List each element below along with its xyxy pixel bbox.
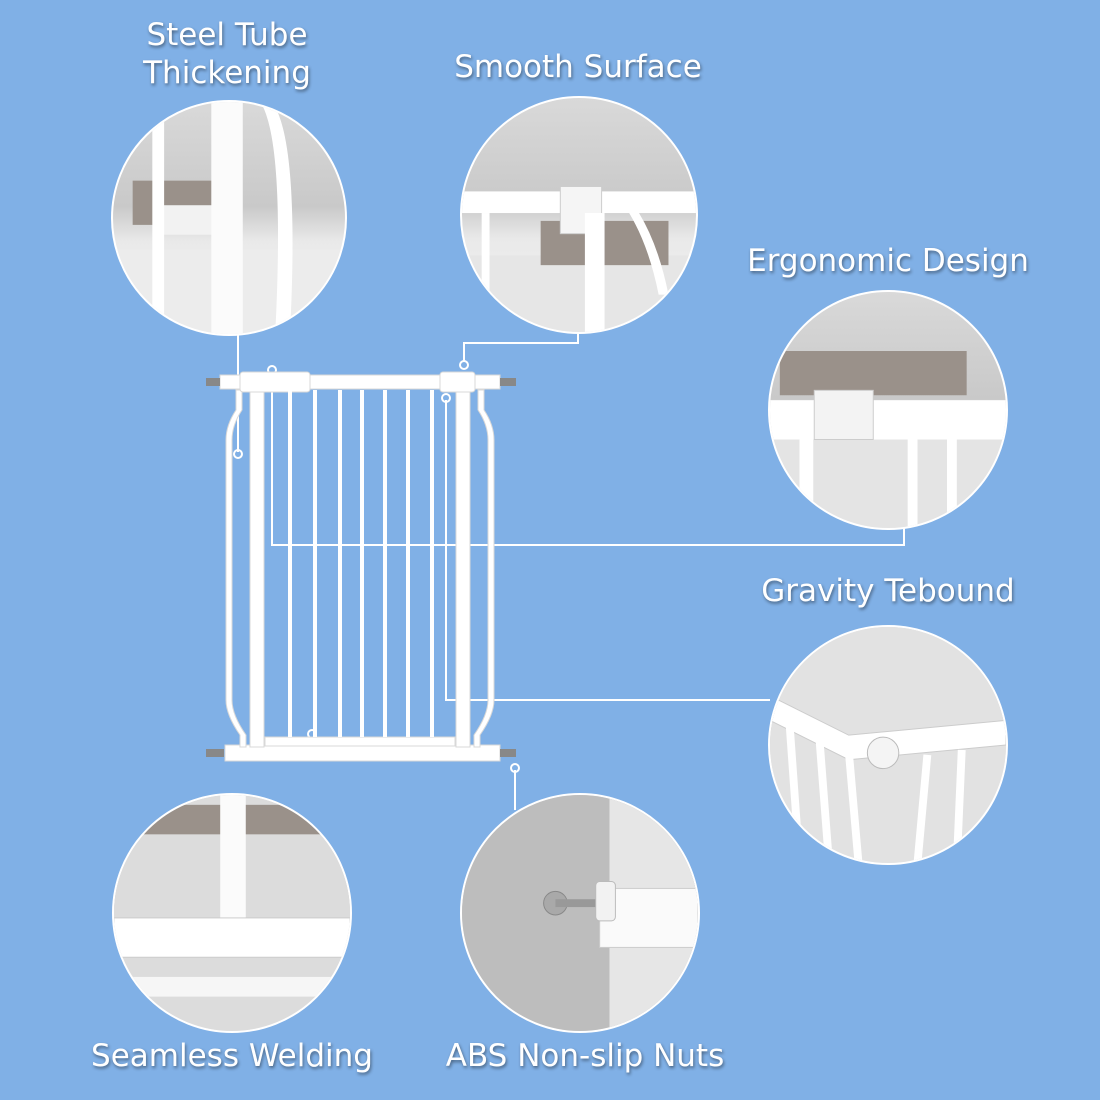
photo-abs-nuts — [460, 793, 700, 1033]
photo-smooth-surface — [460, 96, 698, 334]
label-line: Steel Tube — [146, 17, 308, 53]
label-seamless-welding: Seamless Welding — [91, 1038, 373, 1074]
photo-seamless-welding — [112, 793, 352, 1033]
label-smooth-surface: Smooth Surface — [454, 49, 702, 85]
photo-gravity-rebound — [768, 625, 1008, 865]
photo-steel-tube — [111, 100, 347, 336]
label-gravity-rebound: Gravity Tebound — [761, 573, 1015, 609]
label-steel-tube: Steel Tube Thickening — [143, 16, 311, 92]
photo-ergonomic-design — [768, 290, 1008, 530]
pressure-nuts — [206, 378, 516, 757]
gate-bars — [288, 390, 434, 737]
connector-dots — [233, 360, 520, 773]
label-abs-nuts: ABS Non-slip Nuts — [445, 1038, 725, 1074]
label-line: Thickening — [143, 55, 311, 91]
label-ergonomic-design: Ergonomic Design — [747, 243, 1029, 279]
gate-frame — [219, 371, 501, 762]
